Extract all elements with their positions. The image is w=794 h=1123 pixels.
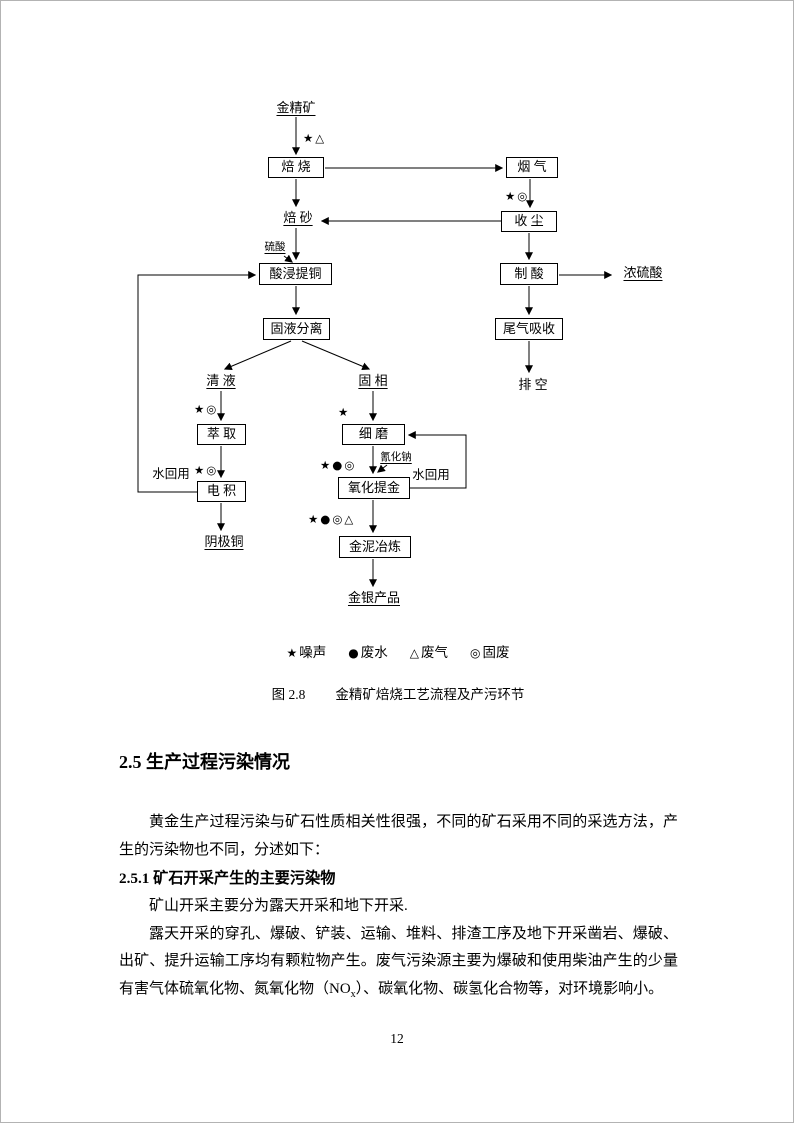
symbols-fine-grinding: ★ xyxy=(338,405,351,419)
node-tail-gas-absorption: 尾气吸收 xyxy=(495,318,563,340)
node-gold-mud-smelting: 金泥冶炼 xyxy=(339,536,411,558)
node-water-reuse-right: 水回用 xyxy=(412,468,450,483)
node-solid-phase: 固 相 xyxy=(358,372,388,388)
legend-item-solidwaste: ◎固废 xyxy=(470,641,509,661)
node-dust-collection: 收 尘 xyxy=(501,211,557,232)
node-electrowinning: 电 积 xyxy=(197,481,246,502)
legend-label-solidwaste: 固废 xyxy=(482,645,510,660)
flow-connector-lines xyxy=(137,117,613,588)
node-vent: 排 空 xyxy=(518,376,548,392)
node-oxidation-gold-extraction: 氧化提金 xyxy=(338,477,410,499)
section-heading: 2.5 生产过程污染情况 xyxy=(119,752,290,772)
node-acid-making: 制 酸 xyxy=(500,263,558,285)
node-roasting: 焙 烧 xyxy=(268,157,324,178)
legend-item-wastegas: △废气 xyxy=(410,641,448,661)
legend-item-noise: ★噪声 xyxy=(287,641,327,661)
node-water-reuse-left: 水回用 xyxy=(152,467,190,482)
symbols-roasting-input: ★△ xyxy=(303,131,327,145)
node-sodium-cyanide: 氰化钠 xyxy=(380,451,412,463)
page-number: 12 xyxy=(390,1031,404,1046)
node-fine-grinding: 细 磨 xyxy=(342,424,405,445)
triangle-icon: △ xyxy=(409,646,419,660)
paragraph-pollutants-text-2: ）、碳氧化物、碳氢化合物等，对环境影响小。 xyxy=(355,980,664,997)
node-cathode-copper: 阴极铜 xyxy=(204,533,244,549)
flowchart-connectors xyxy=(137,117,613,588)
legend-label-noise: 噪声 xyxy=(299,645,327,660)
filled-circle-icon: ● xyxy=(348,646,359,660)
node-flue-gas: 烟 气 xyxy=(506,157,558,178)
node-clear-liquid: 清 液 xyxy=(206,372,236,388)
node-extraction: 萃 取 xyxy=(197,424,246,445)
legend-label-wastewater: 废水 xyxy=(360,645,388,660)
node-sulfuric-acid-input: 硫酸 xyxy=(264,242,286,254)
flowchart-legend: ★噪声 ●废水 △废气 ◎固废 xyxy=(1,641,793,661)
figure-caption: 图 2.8 金精矿焙烧工艺流程及产污环节 xyxy=(1,683,793,703)
section-content: 2.5 生产过程污染情况 黄金生产过程污染与矿石性质相关性很强，不同的矿石采用不… xyxy=(119,745,678,1008)
figure-number: 图 2.8 xyxy=(271,687,306,702)
symbols-electrowinning: ★◎ xyxy=(194,463,219,477)
star-icon: ★ xyxy=(286,646,298,660)
paragraph-intro: 黄金生产过程污染与矿石性质相关性很强，不同的矿石采用不同的采选方法，产生的污染物… xyxy=(119,814,678,858)
process-flowchart: 金精矿 ★△ 焙 烧 烟 气 焙 砂 ★◎ 收 尘 硫酸 酸浸提铜 制 酸 浓硫… xyxy=(1,1,793,721)
bullseye-icon: ◎ xyxy=(470,646,481,660)
nox-subscript: x xyxy=(350,988,356,1000)
node-calcine: 焙 砂 xyxy=(283,209,313,225)
symbols-smelting: ★●◎△ xyxy=(308,512,356,526)
symbols-dust-collection: ★◎ xyxy=(505,189,530,203)
node-gold-silver-products: 金银产品 xyxy=(347,589,400,605)
subsection-heading: 2.5.1 矿石开采产生的主要污染物 xyxy=(119,870,336,887)
node-gold-concentrate: 金精矿 xyxy=(276,99,316,115)
node-conc-sulfuric-acid: 浓硫酸 xyxy=(623,264,663,280)
symbols-extraction: ★◎ xyxy=(194,402,219,416)
legend-item-wastewater: ●废水 xyxy=(348,641,387,661)
node-solid-liquid-separation: 固液分离 xyxy=(263,318,330,340)
figure-title: 金精矿焙烧工艺流程及产污环节 xyxy=(335,687,525,702)
paragraph-mining-types: 矿山开采主要分为露天开采和地下开采. xyxy=(149,898,408,914)
symbols-oxidation: ★●◎ xyxy=(320,458,357,472)
legend-label-wastegas: 废气 xyxy=(421,645,448,660)
paragraph-pollutants: 露天开采的穿孔、爆破、铲装、运输、堆料、排渣工序及地下开采凿岩、爆破、出矿、提升… xyxy=(119,921,678,1009)
node-acid-leach-copper: 酸浸提铜 xyxy=(259,263,332,285)
paragraph-pollutants-text-1: 露天开采的穿孔、爆破、铲装、运输、堆料、排渣工序及地下开采凿岩、爆破、出矿、提升… xyxy=(119,925,678,997)
